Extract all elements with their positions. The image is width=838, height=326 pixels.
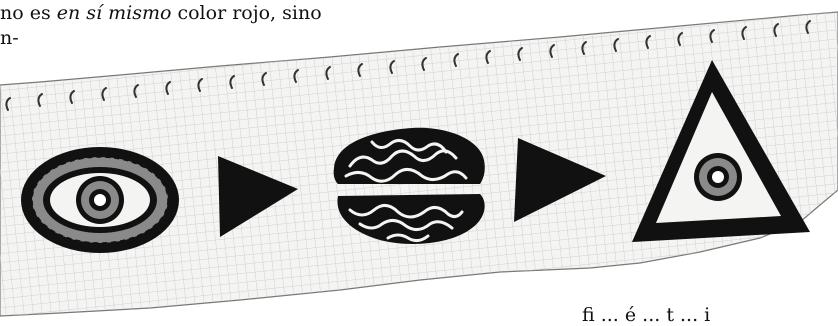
body-text-fragment: fi ... é ... t ... i [582, 306, 710, 325]
eye-icon [21, 147, 179, 253]
